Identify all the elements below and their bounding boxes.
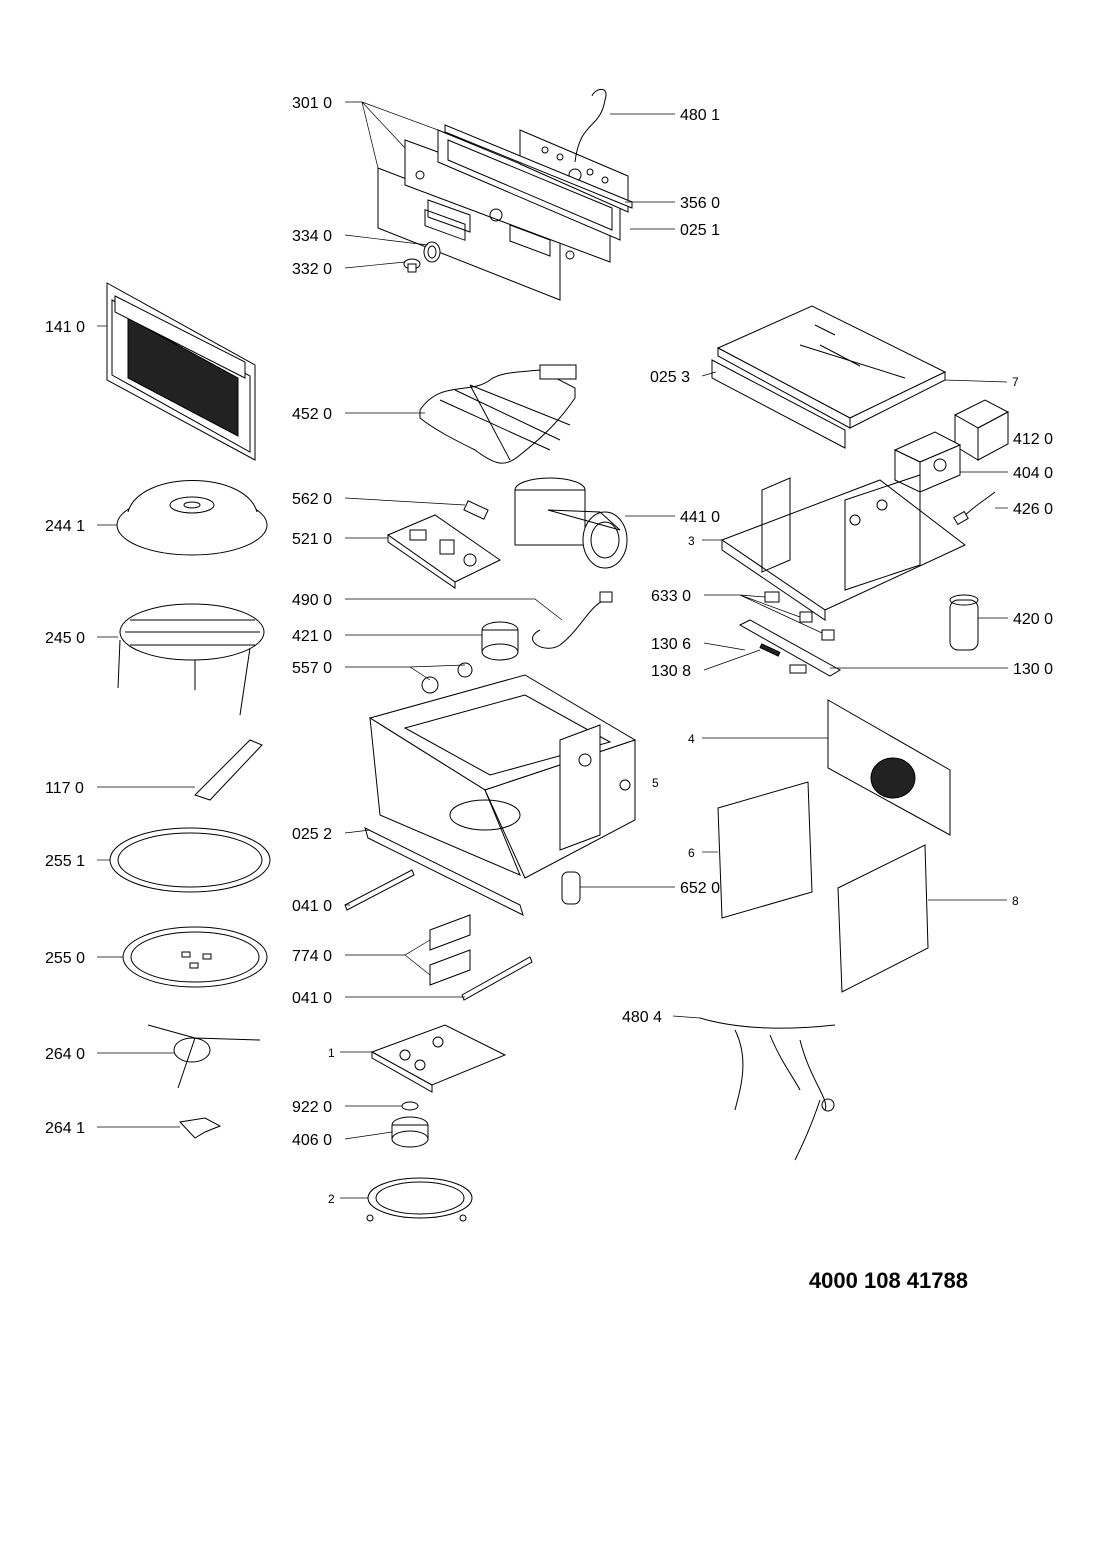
rack-drawing [117,603,265,716]
label-557-0: 557 0 [292,660,332,677]
label-1: 1 [328,1046,335,1060]
door-drawing [106,282,256,461]
grill-element-drawing [419,364,577,464]
side-panel-8-drawing [837,844,929,993]
label-452-0: 452 0 [292,406,332,423]
label-264-1: 264 1 [45,1120,85,1137]
label-041-0-top: 041 0 [292,898,332,915]
filter-drawing [561,871,581,905]
washer-drawing [401,1101,419,1111]
bottom-cover-drawing [366,1177,473,1222]
chassis-drawing [720,474,966,621]
turntable-ring-drawing [109,827,271,893]
handle-drawing [194,739,263,801]
label-264-0: 264 0 [45,1046,85,1063]
document-number: 4000 108 41788 [808,1268,968,1293]
label-244-1: 244 1 [45,518,85,535]
label-130-0: 130 0 [1013,661,1053,678]
label-301-0: 301 0 [292,95,332,112]
roller-support-drawing [147,1024,261,1089]
label-356-0: 356 0 [680,195,720,212]
label-404-0: 404 0 [1013,465,1053,482]
label-652-0: 652 0 [680,880,720,897]
rail-drawing-bottom [461,956,533,1001]
cable-drawing [953,491,996,526]
cavity-drawing [368,674,637,879]
label-025-2: 025 2 [292,826,332,843]
label-3: 3 [688,534,695,548]
capacitor-drawing [481,621,519,661]
side-panel-6-drawing [717,781,813,919]
label-521-0: 521 0 [292,531,332,548]
label-774-0: 774 0 [292,948,332,965]
fan-motor-drawing [514,477,628,569]
label-420-0: 420 0 [1013,611,1053,628]
thermostats-drawing [421,662,473,694]
label-480-4: 480 4 [622,1009,662,1026]
cover-dome-drawing [116,480,268,556]
label-480-1: 480 1 [680,107,720,124]
back-panel-drawing [827,699,951,836]
switch-bracket-drawing [738,619,841,677]
glass-tray-drawing [122,926,268,988]
label-025-1: 025 1 [680,222,720,239]
label-922-0: 922 0 [292,1099,332,1116]
bottom-plate-drawing [364,827,524,916]
label-245-0: 245 0 [45,630,85,647]
leader-lines [97,101,1009,1199]
label-332-0: 332 0 [292,261,332,278]
label-041-0-bottom: 041 0 [292,990,332,1007]
wiring-harness-drawing [699,1017,836,1161]
label-421-0: 421 0 [292,628,332,645]
part-labels: 301 0 480 1 356 0 025 1 334 0 332 0 141 … [45,95,1053,1206]
knob-drawing [403,241,441,273]
label-490-0: 490 0 [292,592,332,609]
power-cord-drawing [532,591,613,649]
label-441-0: 441 0 [680,509,720,526]
label-5: 5 [652,776,659,790]
label-334-0: 334 0 [292,228,332,245]
coupler-drawing [178,1117,222,1139]
hv-capacitor-drawing [949,594,979,651]
hinge-plates-drawing [429,914,471,986]
label-025-3: 025 3 [650,369,690,386]
label-412-0: 412 0 [1013,431,1053,448]
label-2: 2 [328,1192,335,1206]
fuse-drawing [463,500,489,520]
label-130-8: 130 8 [651,663,691,680]
label-117-0: 117 0 [45,780,84,797]
label-562-0: 562 0 [292,491,332,508]
top-cover-drawing [711,305,947,449]
label-255-0: 255 0 [45,950,85,967]
power-board-drawing [386,514,501,589]
rail-drawing-top [344,869,415,911]
label-633-0: 633 0 [651,588,691,605]
label-8: 8 [1012,894,1019,908]
label-4: 4 [688,732,695,746]
label-255-1: 255 1 [45,853,85,870]
label-130-6: 130 6 [651,636,691,653]
label-406-0: 406 0 [292,1132,332,1149]
label-141-0: 141 0 [45,319,85,336]
label-7: 7 [1012,375,1019,389]
control-panel-drawing [377,88,633,301]
label-6: 6 [688,846,695,860]
turntable-motor-drawing [391,1116,429,1148]
base-plate-drawing [370,1024,507,1093]
label-426-0: 426 0 [1013,501,1053,518]
